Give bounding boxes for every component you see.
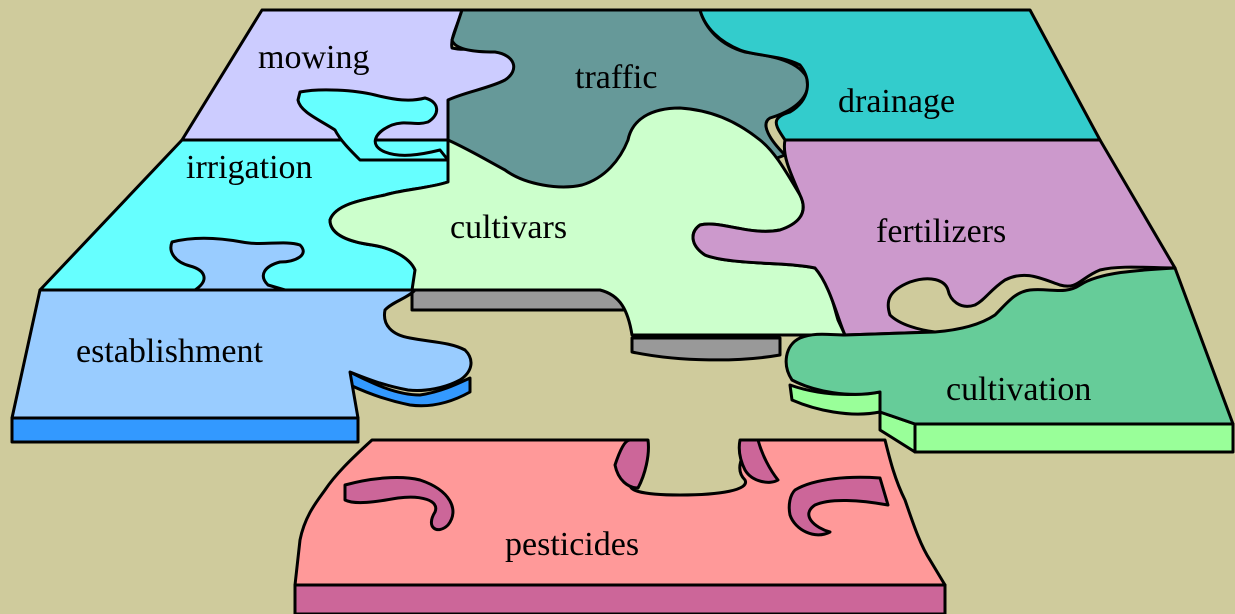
establishment-edge bbox=[12, 418, 358, 442]
cultivation-edge bbox=[915, 424, 1233, 452]
label-irrigation: irrigation bbox=[186, 149, 313, 186]
label-mowing: mowing bbox=[258, 39, 369, 76]
label-drainage: drainage bbox=[838, 83, 955, 120]
label-cultivars: cultivars bbox=[450, 209, 567, 246]
cultivars-tab-edge bbox=[632, 338, 780, 360]
label-fertilizers: fertilizers bbox=[876, 213, 1006, 250]
label-pesticides: pesticides bbox=[505, 526, 639, 563]
label-traffic: traffic bbox=[575, 59, 657, 96]
pesticides-edge bbox=[295, 585, 945, 614]
label-cultivation: cultivation bbox=[946, 371, 1091, 408]
label-establishment: establishment bbox=[76, 333, 264, 370]
